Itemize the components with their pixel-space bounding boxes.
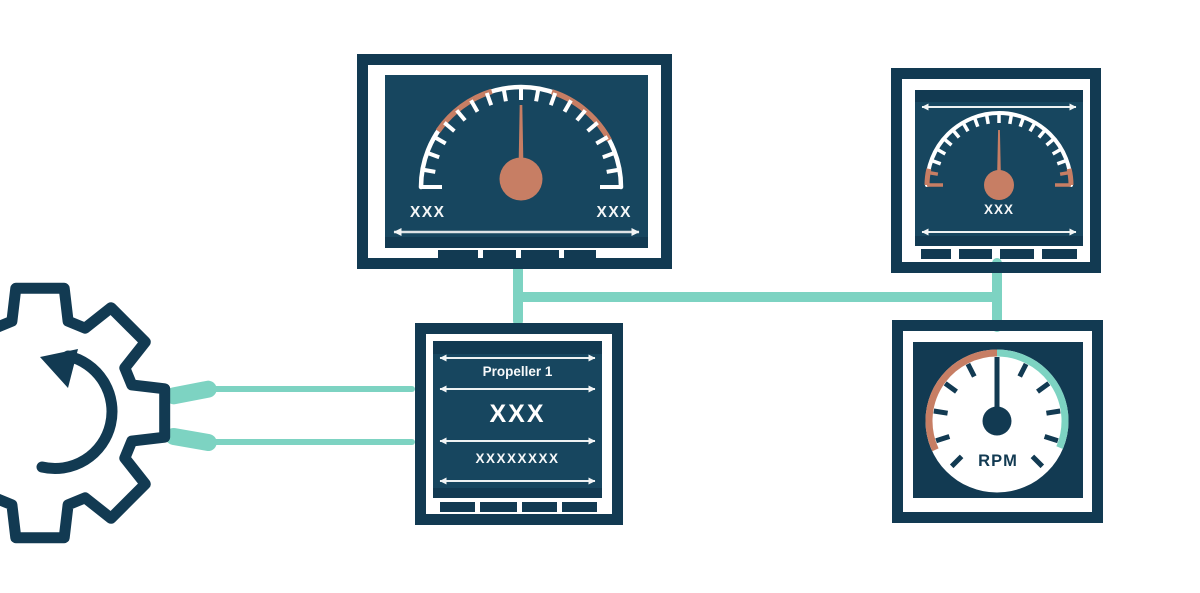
needle-hub [982, 406, 1012, 436]
rpm-dial-panel: RPM [892, 320, 1103, 523]
redacted-text-block [483, 250, 516, 260]
redacted-bar [915, 236, 1083, 246]
redacted-bar [385, 237, 648, 248]
sensor-lead-bottom [210, 439, 415, 445]
rotation-arrow-arc [36, 350, 118, 474]
propeller-screen: Propeller 1 XXX XXXXXXXX [433, 341, 602, 498]
redacted-caption [438, 250, 596, 260]
connector-vertical-right [992, 258, 1002, 332]
dial-zone-teal [996, 349, 1069, 449]
redacted-text-block [959, 249, 992, 259]
redacted-text-block [480, 502, 517, 512]
redacted-bar [433, 341, 602, 354]
gear-outline [0, 282, 171, 544]
needle-hub [984, 170, 1014, 200]
redacted-caption [440, 502, 597, 512]
tick-marks [421, 87, 621, 189]
tick-marks [933, 362, 1061, 469]
redacted-bar [433, 488, 602, 498]
connector-horizontal [513, 292, 1002, 302]
gauge-screen-small: XXX [915, 90, 1083, 246]
redacted-text-block [521, 250, 559, 260]
needle-hub [499, 157, 543, 201]
redacted-text-block [522, 502, 557, 512]
redacted-text-block [1000, 249, 1034, 259]
dial-max-label: XXX [596, 204, 632, 221]
redacted-text-block [440, 502, 475, 512]
propeller-value: XXX [489, 400, 546, 428]
rotation-arrow-head [40, 349, 78, 388]
redacted-bar [915, 90, 1083, 102]
redacted-text-block [562, 502, 597, 512]
dial-range-labels: XXX XXX [385, 204, 648, 222]
gauge-display-panel-large: XXX XXX [357, 54, 672, 269]
tick-marks-warning [927, 170, 1071, 187]
propeller-title: Propeller 1 [482, 364, 553, 379]
redacted-text-block [921, 249, 951, 259]
tick-marks [930, 113, 1068, 166]
dial-zone-salmon [925, 349, 998, 452]
gauge-screen-large: XXX XXX [385, 75, 648, 248]
speedometer-small-icon [915, 90, 1083, 246]
redacted-text-block [564, 250, 596, 260]
sensor-lead-top [210, 386, 415, 392]
data-rows-graphic [433, 341, 602, 498]
dial-value-label: XXX [983, 202, 1014, 217]
rpm-screen: RPM [913, 342, 1083, 498]
dial-min-label: XXX [410, 204, 446, 221]
rpm-label: RPM [978, 452, 1018, 470]
propeller-data-panel: Propeller 1 XXX XXXXXXXX [415, 323, 623, 525]
gauge-display-panel-small: XXX [891, 68, 1101, 273]
propeller-code: XXXXXXXX [475, 451, 560, 466]
rpm-dial-icon [925, 349, 1069, 493]
redacted-text-block [438, 250, 478, 260]
gear-icon [0, 282, 171, 544]
speedometer-icon [385, 84, 648, 248]
redacted-caption [921, 249, 1077, 259]
redacted-text-block [1042, 249, 1077, 259]
